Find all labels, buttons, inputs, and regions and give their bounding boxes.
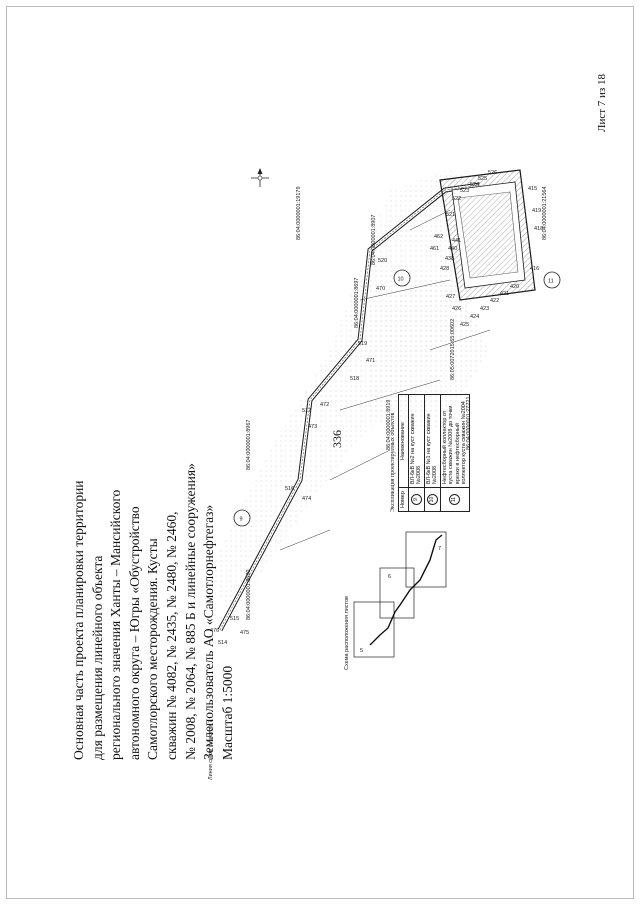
picket-label: 473: [308, 424, 317, 430]
picket-label: 416: [530, 266, 539, 272]
picket-label: 420: [510, 284, 519, 290]
picket-label: 519: [358, 341, 367, 347]
legend-marker: 11: [449, 494, 460, 506]
north-arrow-icon: [251, 168, 269, 187]
parcel-label: 86:04:0000001:8907: [371, 215, 377, 265]
object-marker-10: 10: [393, 269, 411, 287]
parcel-label: 86:05:0072015:65:00602: [450, 319, 456, 380]
parcel-label: 86:04:0000001:8919: [386, 400, 392, 450]
picket-label: 440: [448, 246, 457, 252]
object-marker-9: 9: [233, 509, 251, 527]
picket-label: 522: [452, 196, 461, 202]
picket-label: 521: [446, 212, 455, 218]
svg-text:11: 11: [548, 279, 554, 285]
object-marker-11: 11: [543, 271, 561, 289]
legend-title: Экспликация проектируемых объектов: [390, 412, 396, 512]
legend-marker: 9: [410, 494, 422, 506]
sheet-label: Лист 7 из 18: [596, 73, 608, 132]
parcel-label: 86:04:0000001:27721: [466, 396, 472, 450]
inset-sheet: [379, 567, 415, 619]
title-line: автономного округа – Югры «Обустройство: [126, 506, 142, 760]
picket-label: 523: [460, 188, 469, 194]
legend-row: 10 ВЛ-6кВ №1 на куст скважин №2008: [424, 394, 440, 512]
picket-label: 474: [302, 496, 311, 502]
picket-label: 418: [534, 226, 543, 232]
title-line: скважин № 4082, № 2435, № 2480, № 2460,: [163, 511, 179, 760]
title-line: Самотлорского месторождения. Кусты: [145, 538, 161, 760]
picket-label: 426: [452, 306, 461, 312]
title-line: регионального значения Ханты – Мансийско…: [108, 489, 124, 760]
picket-label: 462: [434, 234, 443, 240]
inset-sheet-label: 7: [438, 546, 441, 552]
inset-sheet: [353, 601, 395, 658]
picket-label: 427: [446, 294, 455, 300]
picket-label: 475: [240, 630, 249, 636]
legend-name: ВЛ-6кВ №1 на куст скважин №2008: [424, 394, 440, 488]
picket-label: 470: [376, 286, 385, 292]
svg-text:9: 9: [240, 517, 243, 523]
picket-label: 441: [452, 238, 461, 244]
inset-drawing: Схема расположения листов 5 6 7: [344, 531, 447, 670]
picket-label: 422: [490, 298, 499, 304]
picket-label: 461: [430, 246, 439, 252]
parcel-label: 86:04:0000001:8620: [246, 570, 252, 620]
picket-label: 428: [440, 266, 449, 272]
parcel-label: 86:04:0000001:8697: [354, 278, 360, 328]
picket-label: 438: [445, 256, 454, 262]
picket-label: 472: [320, 402, 329, 408]
picket-labels: 514 515 516 517 518 519 520 521 522 523 …: [210, 170, 543, 646]
inset-route: [369, 534, 443, 646]
picket-label: 516: [285, 486, 294, 492]
legend: Экспликация проектируемых объектов Номер…: [390, 394, 470, 512]
legend-header: Номер: [398, 487, 408, 512]
picket-label: 421: [500, 291, 509, 297]
picket-label: 471: [366, 358, 375, 364]
map: 514 515 516 517 518 519 520 521 522 523 …: [190, 150, 595, 780]
picket-label: 423: [480, 306, 489, 312]
legend-table: Номер Наименование 9 ВЛ-6кВ №2 на куст с…: [398, 394, 470, 512]
title-line: Основная часть проекта планировки террит…: [71, 480, 86, 760]
map-drawing: 514 515 516 517 518 519 520 521 522 523 …: [208, 168, 561, 780]
parcel-boundaries: [279, 209, 491, 551]
sheet-link-note: Линия связи с листом 7: [208, 720, 214, 780]
svg-text:10: 10: [398, 277, 404, 283]
parcel-label: 86:04:0000001:21564: [542, 186, 548, 240]
legend-marker: 10: [426, 494, 438, 506]
legend-row: 9 ВЛ-6кВ №2 на куст скважин №2008: [408, 394, 424, 512]
picket-label: 419: [532, 208, 541, 214]
inset-sheet: [405, 531, 447, 588]
terrain-area: [210, 170, 490, 620]
sheet-layout-inset: Схема расположения листов 5 6 7: [340, 520, 470, 685]
picket-label: 515: [230, 616, 239, 622]
legend-row: 11 Нефтесборный коллектор от куста скваж…: [440, 394, 469, 512]
page-border: [6, 6, 634, 899]
picket-label: 525: [478, 176, 487, 182]
picket-label: 415: [528, 186, 537, 192]
parcel-labels: 86:04:0000001:8620 86:04:0000001:8967 86…: [246, 186, 548, 620]
legend-header: Наименование: [398, 394, 408, 488]
parcel-label: 86:04:0000001:19179: [296, 186, 302, 240]
parcel-label: 86:04:0000001:8967: [246, 420, 252, 470]
picket-label: 524: [470, 182, 479, 188]
picket-label: 518: [350, 376, 359, 382]
picket-label: 514: [218, 640, 227, 646]
legend-name: Нефтесборный коллектор от куста скважин …: [440, 394, 469, 488]
inset-title: Схема расположения листов: [344, 596, 350, 670]
picket-label: 526: [488, 170, 497, 176]
well-pad: [439, 169, 536, 301]
picket-label: 424: [470, 314, 479, 320]
legend-name: ВЛ-6кВ №2 на куст скважин №2008: [408, 394, 424, 488]
picket-label: 517: [302, 408, 311, 414]
inset-sheet-label: 5: [360, 648, 363, 654]
title-line: для размещения линейного объекта: [89, 555, 105, 760]
picket-label: 520: [378, 258, 387, 264]
picket-label: 425: [460, 322, 469, 328]
picket-label: 476: [210, 628, 219, 634]
inset-sheet-label: 6: [388, 574, 391, 580]
